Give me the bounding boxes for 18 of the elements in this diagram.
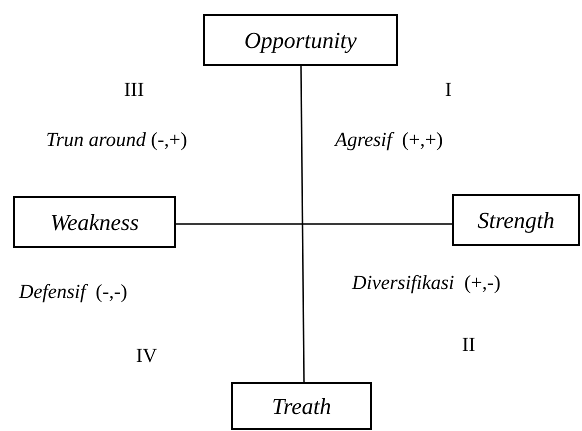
- quadrant-label: Trun around (-,+): [46, 128, 188, 153]
- quadrant-label: III: [124, 78, 144, 103]
- connector-line: [176, 223, 452, 225]
- box-label: Strength: [477, 208, 555, 232]
- quadrant-label: Diversifikasi (+,-): [352, 271, 500, 296]
- quadrant-box: [13, 196, 176, 248]
- quadrant-label: Defensif (-,-): [19, 280, 128, 305]
- quadrant-box: [203, 14, 398, 66]
- box-label: Weakness: [50, 210, 139, 234]
- box-label: Treath: [272, 394, 332, 418]
- quadrant-box: [231, 382, 372, 430]
- connector-line: [300, 66, 305, 382]
- box-label: Opportunity: [244, 28, 357, 52]
- quadrant-box: [452, 194, 580, 246]
- quadrant-label: Agresif (+,+): [335, 128, 443, 153]
- quadrant-label: II: [462, 333, 476, 358]
- quadrant-label: I: [445, 78, 452, 103]
- quadrant-label: IV: [136, 344, 158, 369]
